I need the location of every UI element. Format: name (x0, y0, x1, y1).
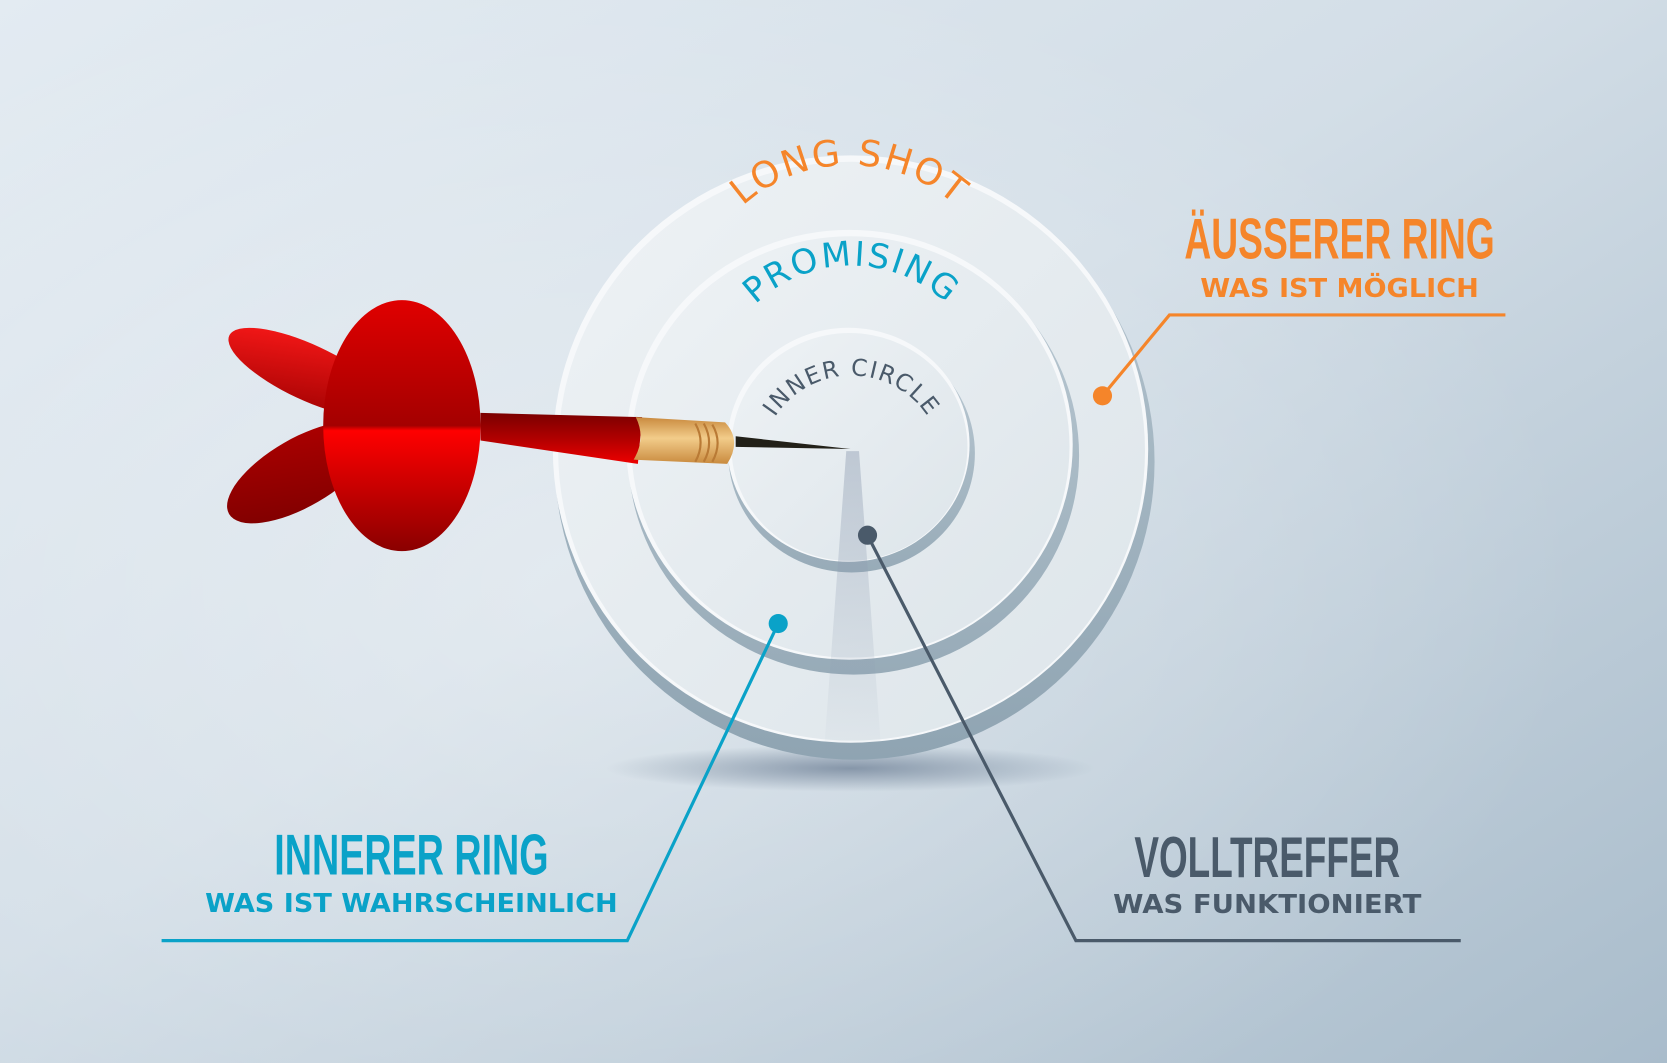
dart-barrel-grip (694, 422, 719, 463)
callout-line-middle (161, 622, 780, 943)
callout-title-outer: ÄUSSERER RING (1184, 208, 1494, 272)
callout-bullseye: VOLLTREFFER WAS FUNKTIONIERT (857, 525, 1461, 943)
callout-dot-center[interactable] (857, 525, 878, 545)
callout-dot-middle[interactable] (768, 613, 788, 634)
callout-subtitle-center: WAS FUNKTIONIERT (1113, 890, 1422, 920)
callout-subtitle-middle: WAS IST WAHRSCHEINLICH (205, 889, 617, 919)
dart-tip (735, 436, 851, 450)
callout-line-outer (1101, 313, 1506, 397)
callout-dot-outer[interactable] (1092, 386, 1113, 406)
callout-title-center: VOLLTREFFER (1134, 826, 1400, 890)
dart-shaft (480, 412, 643, 464)
callout-subtitle-outer: WAS IST MÖGLICH (1200, 273, 1479, 304)
dart-icon (227, 300, 851, 552)
callout-title-middle: INNERER RING (274, 824, 548, 888)
dart-barrel (633, 417, 735, 464)
callout-line-center (866, 534, 1461, 943)
callout-outer-ring: ÄUSSERER RING WAS IST MÖGLICH (1092, 208, 1506, 406)
board-floor-shadow (605, 744, 1096, 792)
inner-circle[interactable] (731, 333, 968, 561)
target-icon: LONG SHOT PROMISING INNER CIRCLE (552, 131, 1155, 767)
dart-shadow (822, 451, 883, 767)
dart-flight-main (323, 300, 481, 552)
callout-inner-ring: INNERER RING WAS IST WAHRSCHEINLICH (161, 613, 788, 943)
